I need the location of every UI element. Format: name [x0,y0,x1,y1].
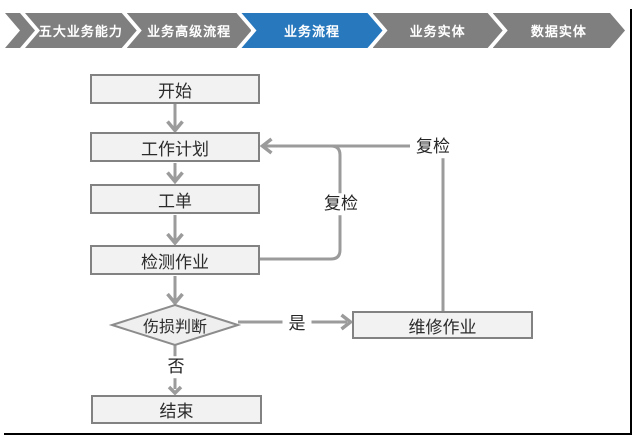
arrowhead-down-icon [167,385,183,396]
edge-label-recheck-right: 复检 [410,136,456,158]
slide-border-bottom [4,433,632,435]
arrowhead-down-icon [166,120,184,134]
node-inspection-job: 检测作业 [90,245,260,275]
nav-tab-label: 五大业务能力 [38,24,123,39]
edge-label-yes: 是 [282,313,312,335]
nav-tab-label: 数据实体 [530,24,587,39]
node-repair-job: 维修作业 [352,311,533,339]
process-step-nav: 五大业务能力 业务高级流程 业务流程 业务实体 数据实体 [5,13,625,48]
nav-tab-label: 业务流程 [283,24,340,39]
node-work-plan: 工作计划 [90,132,260,162]
slide-border-right [630,9,632,435]
arrowhead-right-icon [340,313,354,331]
edge-label-recheck-middle: 复检 [318,193,364,215]
decision-diamond-shape [108,303,242,347]
nav-tab-data-entity[interactable]: 数据实体 [493,13,625,48]
edge-label-no: 否 [161,356,191,378]
node-work-order: 工单 [90,184,260,214]
arrowhead-down-icon [166,292,184,306]
nav-tab-business-highlevel-process[interactable]: 业务高级流程 [127,13,252,48]
arrowhead-down-icon [166,171,184,185]
arrowhead-down-icon [166,232,184,246]
nav-tab-business-process-active[interactable]: 业务流程 [241,13,382,48]
nav-tab-label: 业务实体 [409,24,466,39]
arrowhead-left-icon [259,137,273,155]
nav-tab-business-entity[interactable]: 业务实体 [373,13,503,48]
edge-repair-recheck-to-plan [264,144,445,311]
node-end: 结束 [91,395,262,424]
nav-tab-label: 业务高级流程 [147,24,232,39]
nav-tab-five-business-capabilities[interactable]: 五大业务能力 [25,13,137,48]
node-start: 开始 [90,74,260,104]
node-damage-decision: 伤损判断 [142,319,207,336]
